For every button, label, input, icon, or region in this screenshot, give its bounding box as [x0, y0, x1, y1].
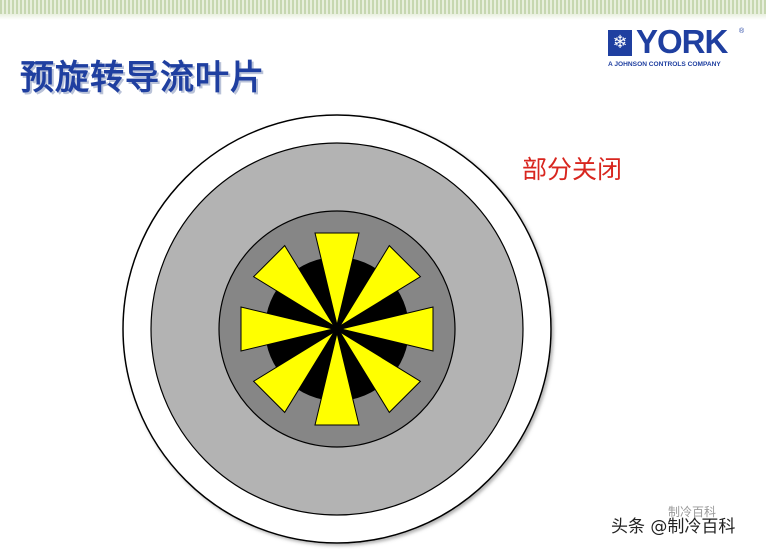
- guide-vane-8: [252, 244, 335, 327]
- top-band-fade: [0, 14, 766, 20]
- york-logo: ❄ YORK ® A JOHNSON CONTROLS COMPANY: [608, 24, 748, 72]
- guide-vane-6: [252, 331, 335, 414]
- guide-vane-1: [314, 232, 360, 326]
- snowflake-icon: ❄: [608, 30, 632, 56]
- guide-vane-5: [314, 332, 360, 426]
- guide-vane-7: [240, 306, 334, 352]
- vane-state-label: 部分关闭: [522, 155, 623, 184]
- top-decorative-band: [0, 0, 766, 14]
- footer-credit: 头条 @制冷百科: [611, 517, 736, 537]
- guide-vane-4: [339, 331, 422, 414]
- slide-title: 预旋转导流叶片: [20, 58, 265, 98]
- logo-tagline: A JOHNSON CONTROLS COMPANY: [608, 61, 721, 68]
- vane-group: [240, 232, 434, 426]
- guide-vane-3: [340, 306, 434, 352]
- logo-registered-mark: ®: [739, 28, 745, 35]
- guide-vane-2: [339, 244, 422, 327]
- logo-wordmark: YORK: [636, 23, 728, 60]
- watermark-text: 制冷百科: [668, 505, 717, 519]
